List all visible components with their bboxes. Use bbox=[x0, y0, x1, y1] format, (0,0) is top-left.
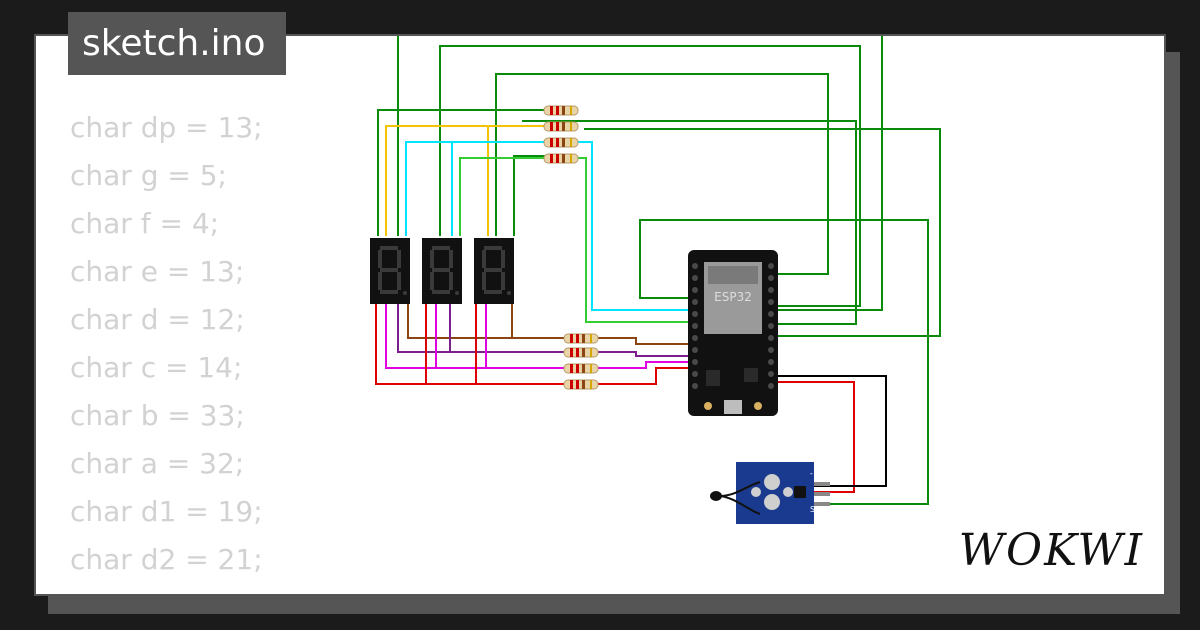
code-line: char dp = 13; bbox=[70, 111, 263, 144]
code-line: char a = 32; bbox=[70, 447, 245, 480]
mcu-label: ESP32 bbox=[714, 290, 752, 304]
wire bbox=[385, 125, 546, 236]
code-line: char d1 = 19; bbox=[70, 495, 263, 528]
esp32-board: ESP32 bbox=[688, 250, 778, 416]
code-line: char c = 14; bbox=[70, 351, 243, 384]
wire bbox=[776, 375, 887, 487]
thermistor-probe bbox=[710, 481, 761, 515]
wire bbox=[375, 302, 566, 385]
code-line: char d = 12; bbox=[70, 303, 245, 336]
resistor bbox=[543, 121, 579, 132]
code-line: char f = 4; bbox=[70, 207, 220, 240]
resistor-group bbox=[543, 105, 599, 390]
resistor bbox=[543, 137, 579, 148]
seven-segment-display bbox=[370, 238, 410, 304]
wire bbox=[407, 302, 566, 339]
preview-card: char dp = 13; char g = 5; char f = 4; char … bbox=[34, 34, 1166, 596]
resistor bbox=[563, 379, 599, 390]
resistor bbox=[563, 347, 599, 358]
wire bbox=[776, 36, 883, 311]
wire bbox=[596, 337, 696, 345]
wire bbox=[596, 367, 696, 385]
wire bbox=[596, 351, 696, 357]
wire bbox=[584, 128, 941, 337]
resistor bbox=[543, 105, 579, 116]
wokwi-logo: WOKWI bbox=[958, 525, 1144, 576]
resistor bbox=[563, 333, 599, 344]
seven-segment-display bbox=[422, 238, 462, 304]
wire bbox=[377, 109, 546, 236]
wire bbox=[576, 141, 696, 311]
code-line: char b = 33; bbox=[70, 399, 245, 432]
wire bbox=[459, 157, 546, 236]
code-preview: char dp = 13; char g = 5; char f = 4; char … bbox=[70, 104, 263, 594]
temperature-sensor-module: S - bbox=[736, 462, 830, 524]
wire bbox=[596, 361, 696, 369]
wire bbox=[397, 302, 566, 353]
wire bbox=[513, 155, 546, 236]
resistor bbox=[563, 363, 599, 374]
wire bbox=[522, 120, 857, 325]
circuit-diagram: ESP32 S - bbox=[370, 36, 941, 524]
wire bbox=[776, 381, 855, 493]
file-name-tab: sketch.ino bbox=[68, 12, 286, 75]
code-line: char e = 13; bbox=[70, 255, 245, 288]
sensor-pin-label: - bbox=[810, 469, 813, 478]
code-line: char d3 = 22; bbox=[70, 584, 263, 594]
wire bbox=[385, 302, 566, 369]
wire bbox=[405, 141, 546, 236]
wire bbox=[495, 73, 829, 275]
wire bbox=[639, 219, 929, 505]
code-line: char g = 5; bbox=[70, 159, 227, 192]
wire bbox=[576, 157, 696, 323]
resistor bbox=[543, 153, 579, 164]
seven-segment-display bbox=[474, 238, 514, 304]
code-line: char d2 = 21; bbox=[70, 543, 263, 576]
sensor-pin-label: S bbox=[810, 505, 815, 514]
